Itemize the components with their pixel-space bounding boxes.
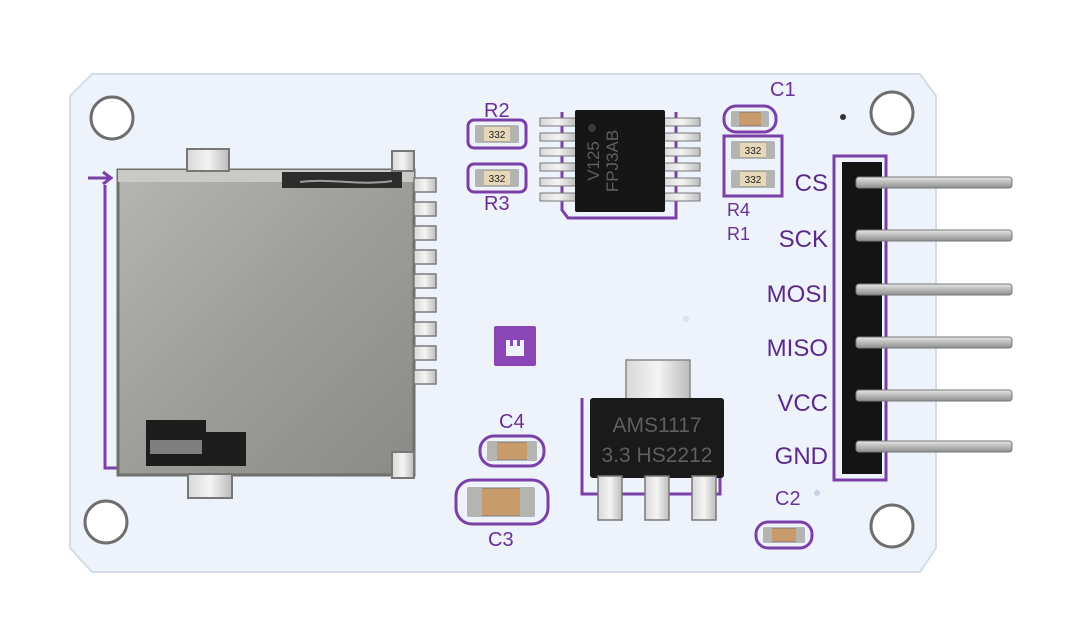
pin-label-gnd: GND bbox=[775, 443, 828, 470]
header-pin-gnd bbox=[855, 440, 1013, 453]
resistor-r3: 332 bbox=[466, 162, 528, 194]
pin-label-vcc: VCC bbox=[777, 390, 828, 417]
header-pin-miso bbox=[855, 336, 1013, 349]
regulator-marking-line2: 3.3 HS2212 bbox=[602, 444, 713, 467]
microsd-socket bbox=[116, 148, 437, 499]
header-pin-sck bbox=[855, 229, 1013, 242]
label-r4: R4 bbox=[727, 200, 750, 220]
castle-logo bbox=[494, 326, 536, 366]
label-c4: C4 bbox=[499, 411, 525, 433]
resistor-r4: 332 bbox=[722, 134, 784, 198]
card-slot-silkscreen bbox=[88, 170, 118, 470]
label-r2: R2 bbox=[484, 100, 510, 122]
resistor-r1: 332 bbox=[731, 170, 775, 188]
capacitor-c3 bbox=[454, 478, 550, 526]
pin-label-sck: SCK bbox=[779, 226, 828, 253]
mounting-hole-bottom-right bbox=[869, 503, 915, 549]
label-r1: R1 bbox=[727, 224, 750, 244]
resistor-r2: 332 bbox=[466, 118, 528, 150]
header-pin-cs bbox=[855, 176, 1013, 189]
capacitor-c1 bbox=[722, 104, 778, 134]
socket-contacts bbox=[413, 177, 437, 385]
resistor-code-r3: 332 bbox=[489, 174, 506, 185]
label-c1: C1 bbox=[770, 79, 796, 101]
label-c2: C2 bbox=[775, 488, 801, 510]
header-pin-mosi bbox=[855, 283, 1013, 296]
mounting-hole-bottom-left bbox=[83, 499, 129, 545]
resistor-code-r1: 332 bbox=[745, 175, 762, 186]
mounting-hole-top-right bbox=[869, 90, 915, 136]
voltage-regulator: AMS1117 3.3 HS2212 bbox=[580, 359, 724, 521]
mounting-hole-top-left bbox=[89, 95, 135, 141]
buffer-chip-marking-line1: FPJ3AB bbox=[603, 130, 622, 192]
label-c3: C3 bbox=[488, 529, 514, 551]
label-r3: R3 bbox=[484, 193, 510, 215]
capacitor-c4 bbox=[478, 434, 546, 468]
pin-label-miso: MISO bbox=[767, 335, 828, 362]
resistor-code-r2: 332 bbox=[489, 130, 506, 141]
pin-header bbox=[832, 154, 1013, 482]
pin-label-cs: CS bbox=[795, 170, 828, 197]
buffer-chip: FPJ3AB V125 bbox=[539, 110, 701, 220]
regulator-marking-line1: AMS1117 bbox=[612, 414, 701, 437]
capacitor-c2 bbox=[754, 520, 814, 550]
resistor-code-r4: 332 bbox=[745, 146, 762, 157]
pin-labels: CS SCK MOSI MISO VCC GND bbox=[767, 170, 828, 470]
header-pin-vcc bbox=[855, 389, 1013, 402]
buffer-chip-marking-line2: V125 bbox=[584, 141, 603, 181]
pin-label-mosi: MOSI bbox=[767, 281, 828, 308]
